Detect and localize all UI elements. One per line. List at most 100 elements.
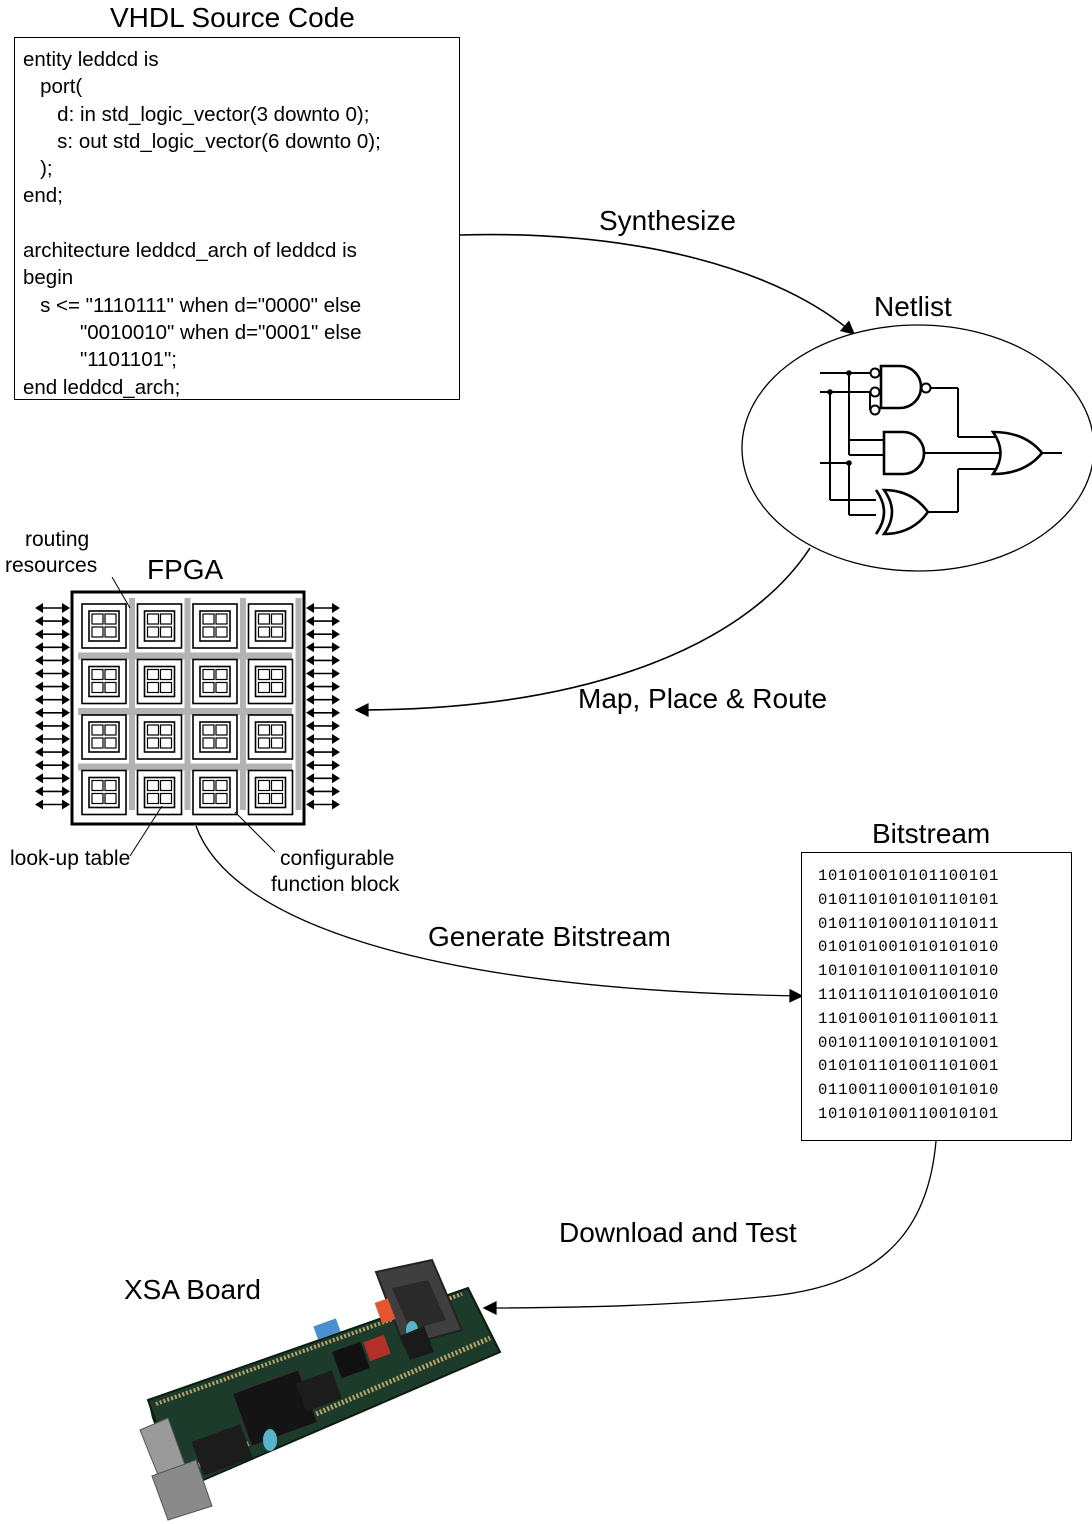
io-pin [35,747,70,758]
io-pin-head [332,655,340,666]
io-pin [35,642,70,653]
look-up-table [202,681,215,694]
xsa-board-image [139,1258,502,1521]
io-pin-head [306,681,314,692]
look-up-table [159,792,173,805]
io-pin-head [332,760,340,771]
io-pin-head [35,720,43,731]
io-pin-head [332,694,340,705]
look-up-table [215,613,228,625]
look-up-table [104,613,117,625]
io-pin [306,642,340,653]
configurable-function-block [136,603,183,649]
synthesize-arrow [459,233,856,335]
io-pin-head [332,734,340,744]
io-pin-head [306,668,314,679]
look-up-table [146,737,160,749]
vhdl-code-line: "1101101"; [23,348,177,372]
io-pin-head [332,681,340,692]
configurable-function-block [81,714,127,760]
look-up-table [270,737,284,749]
io-pin-head [332,616,340,627]
io-pin [35,799,70,810]
io-pin [35,681,70,692]
look-up-table [270,681,284,694]
io-pin-head [306,773,314,784]
look-up-table [91,681,104,694]
io-pin-head [306,786,314,797]
io-pin [35,629,70,640]
io-pin [306,694,340,705]
look-up-table [202,613,215,625]
io-pin [306,681,340,692]
look-up-table [159,613,173,625]
look-up-table [146,668,160,681]
vhdl-code-line: begin [23,266,74,290]
routing-label-line2: resources [5,554,98,577]
xsa-board-title: XSA Board [124,1274,261,1305]
look-up-table [202,792,215,805]
look-up-table [104,779,117,792]
io-pin [306,786,340,797]
look-up-table [104,724,117,736]
io-pin-head [306,616,314,627]
bitstream-line: 010110101010110101 [818,890,1000,909]
look-up-table [257,779,271,792]
io-pin [35,616,70,627]
look-up-table [146,724,160,736]
io-pin-head [62,668,70,679]
map-place-route-label: Map, Place & Route [578,683,828,714]
netlist-title: Netlist [874,291,952,322]
look-up-table [159,724,173,736]
io-pin-head [332,642,340,653]
vhdl-code-line [23,210,381,237]
io-pin-head [306,799,314,810]
io-pin [306,707,340,718]
io-pin-head [332,747,340,758]
routing-label-line1: routing [25,528,90,551]
configurable-function-block [247,658,294,705]
look-up-table [91,737,104,749]
io-pin-head [35,707,43,718]
io-pin-head [306,760,314,771]
io-pin-head [332,799,340,810]
io-pin-head [62,760,70,771]
io-pin [35,707,70,718]
io-pin-head [306,747,314,758]
netlist-schematic [820,364,1062,536]
look-up-table [215,724,228,736]
configurable-function-block [136,658,183,705]
look-up-table [104,792,117,805]
io-pin-head [62,655,70,666]
vhdl-code-line: entity leddcd is [23,48,159,71]
io-pin [306,616,340,627]
generate-bitstream-arrow [195,825,804,1003]
look-up-table [270,724,284,736]
look-up-table [146,681,160,694]
configurable-function-block [192,658,238,705]
io-pin [306,747,340,758]
io-pin-head [306,642,314,653]
function-block-grid [81,603,294,816]
configurable-function-block [81,603,127,649]
io-pins-left [35,603,70,810]
look-up-table [159,779,173,792]
routing-resources [78,598,302,810]
vhdl-code-line: architecture leddcd_arch of leddcd is [23,239,357,263]
io-pin-head [62,629,70,640]
bitstream-title: Bitstream [872,818,991,849]
io-pin [35,734,70,744]
vhdl-code-line: s <= "1110111" when d="0000" else [23,293,362,317]
io-pin-head [35,799,43,810]
vhdl-code-box: entity leddcd is port( d: in std_logic_v… [14,37,460,400]
fpga-chip [35,590,340,826]
look-up-table [215,681,228,694]
bitstream-line: 011001100010101010 [818,1081,1000,1100]
io-pin [306,629,340,640]
map-place-route-arrow [354,547,811,717]
bitstream-line: 101010010101100101 [818,867,1000,885]
look-up-table [270,613,284,625]
synthesize-label: Synthesize [599,205,736,236]
